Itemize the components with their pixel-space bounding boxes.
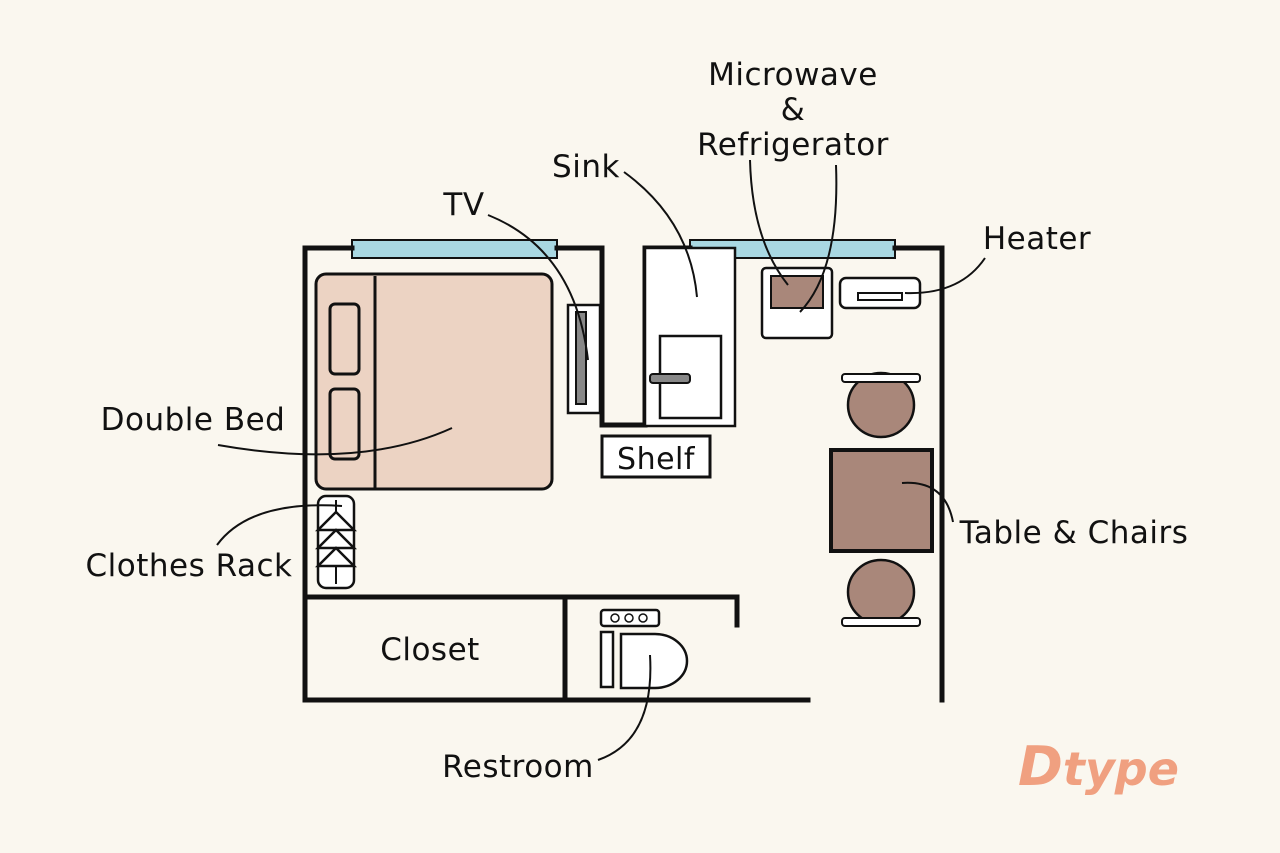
label-heater: Heater	[983, 221, 1091, 257]
window-left	[351, 239, 558, 259]
hanger-icon	[314, 546, 358, 568]
clothes-rack	[314, 494, 358, 590]
brand-rest: type	[1063, 742, 1179, 796]
faucet-icon	[649, 373, 691, 384]
label-double-bed: Double Bed	[101, 402, 286, 438]
tv-screen	[575, 311, 587, 405]
toilet-icon	[599, 608, 689, 690]
brand-initial: D	[1018, 735, 1063, 798]
label-closet: Closet	[380, 632, 480, 668]
label-refrigerator: Refrigerator	[697, 127, 889, 163]
chair-bottom	[846, 558, 916, 626]
table-and-chairs	[829, 371, 934, 627]
brand-logo: Dtype	[1018, 735, 1179, 798]
label-tv: TV	[442, 187, 484, 223]
label-table-chairs: Table & Chairs	[959, 515, 1189, 551]
shelf-label: Shelf	[617, 442, 696, 477]
table	[829, 448, 934, 553]
double-bed	[314, 272, 554, 491]
tv-unit	[566, 303, 602, 415]
labels: Microwave & Refrigerator Sink TV Heater …	[86, 57, 1189, 785]
walls	[302, 245, 945, 703]
sink-unit	[643, 246, 737, 428]
label-microwave: Microwave	[708, 57, 878, 93]
pillow	[328, 302, 361, 376]
label-restroom: Restroom	[442, 749, 594, 785]
shelf: Shelf	[600, 434, 712, 479]
label-microwave-ampersand: &	[781, 92, 806, 128]
label-clothes-rack: Clothes Rack	[86, 548, 293, 584]
pillow	[328, 387, 361, 461]
heater	[838, 276, 922, 310]
label-sink: Sink	[552, 149, 620, 185]
microwave-refrigerator	[760, 266, 834, 340]
leader-lines	[216, 159, 986, 761]
